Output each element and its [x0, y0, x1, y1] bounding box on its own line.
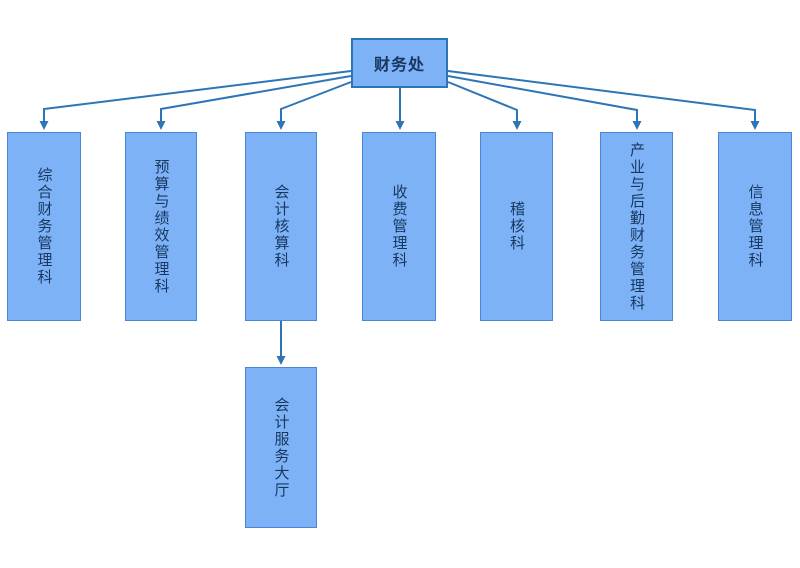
org-node-sub-1: 会计服务大厅 — [245, 367, 317, 528]
edge-root-dept-2 — [156, 75, 352, 130]
org-node-dept-7-label: 信息管理科 — [746, 184, 764, 269]
org-node-dept-5-label: 稽核科 — [508, 201, 525, 252]
org-node-dept-6: 产业与后勤财务管理科 — [600, 132, 673, 321]
org-node-dept-2-label: 预算与绩效管理科 — [152, 158, 170, 295]
edge-root-dept-5 — [447, 81, 522, 130]
org-node-dept-1-label: 综合财务管理科 — [35, 167, 53, 286]
org-node-dept-4-label: 收费管理科 — [390, 184, 408, 269]
org-node-dept-5: 稽核科 — [480, 132, 553, 321]
org-node-dept-6-label: 产业与后勤财务管理科 — [628, 141, 645, 312]
org-node-dept-3: 会计核算科 — [245, 132, 317, 321]
edge-root-dept-6 — [447, 75, 642, 130]
edge-root-dept-1 — [39, 70, 352, 130]
org-node-dept-3-label: 会计核算科 — [272, 184, 290, 269]
org-node-dept-2: 预算与绩效管理科 — [125, 132, 197, 321]
org-node-sub-1-label: 会计服务大厅 — [272, 396, 290, 499]
org-node-root: 财务处 — [351, 38, 448, 88]
edge-root-dept-7 — [447, 70, 760, 130]
org-node-dept-7: 信息管理科 — [718, 132, 792, 321]
org-node-dept-1: 综合财务管理科 — [7, 132, 81, 321]
org-node-root-label: 财务处 — [373, 57, 425, 74]
org-node-dept-4: 收费管理科 — [362, 132, 436, 321]
edge-root-dept-3 — [276, 81, 352, 130]
